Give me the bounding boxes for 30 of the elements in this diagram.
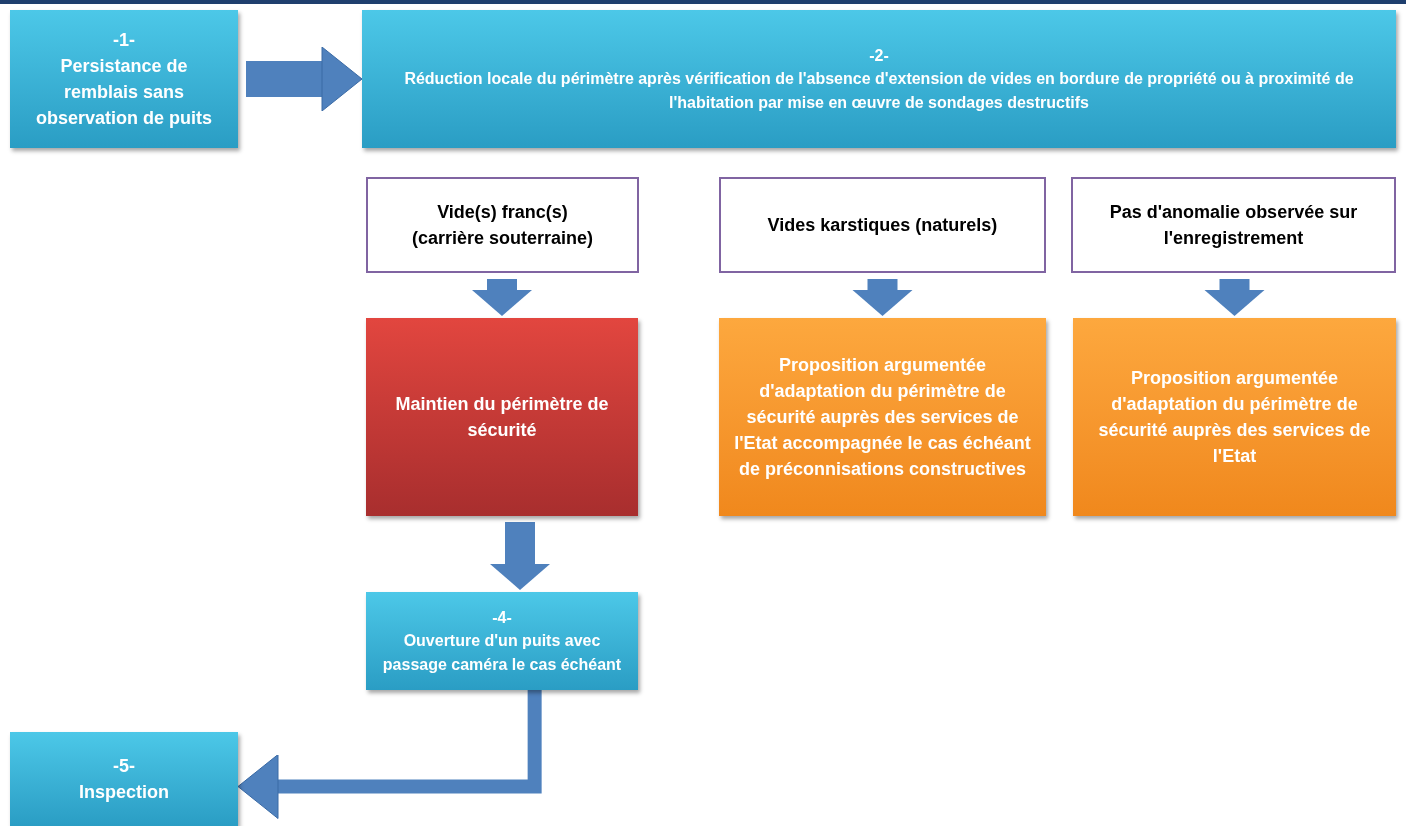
outcome-box <box>366 177 639 273</box>
result-box <box>1073 318 1396 516</box>
box-text: Maintien du périmètre de sécurité <box>394 392 610 442</box>
block-arrow <box>472 279 532 316</box>
step-box <box>366 592 638 690</box>
block-arrow <box>237 690 542 819</box>
box-text: Proposition argumentée d'adaptation du périmètre de sécurité auprès des services de l'Etat accompagnée le cas échéant de préconnisations constructives <box>733 353 1032 482</box>
step-box <box>362 10 1396 148</box>
step-box <box>10 10 238 148</box>
box-text: Réduction locale du périmètre après vérification de l'absence d'extension de vides en bordure de propriété ou à proximité de l'habitation par mise en œuvre de sondages destructifs <box>403 69 1355 113</box>
box-text: Proposition argumentée d'adaptation du périmètre de sécurité auprès des services de l'Etat <box>1097 366 1372 469</box>
box-text: Vide(s) franc(s) (carrière souterraine) <box>410 200 595 250</box>
box-text: Ouverture d'un puits avec passage caméra le cas échéant <box>381 631 623 675</box>
outcome-box <box>1071 177 1396 273</box>
block-arrow <box>246 46 363 112</box>
step-number: -5- <box>113 754 135 778</box>
step-number: -1- <box>113 28 135 52</box>
box-text: Persistance de remblais sans observation de puits <box>35 54 213 131</box>
box-text: Vides karstiques (naturels) <box>767 213 998 237</box>
step-number: -4- <box>492 608 512 629</box>
block-arrow <box>852 279 913 316</box>
box-text: Pas d'anomalie observée sur l'enregistrement <box>1108 200 1359 250</box>
block-arrow <box>490 522 550 590</box>
outcome-box <box>719 177 1046 273</box>
step-box <box>10 732 238 826</box>
result-box <box>719 318 1046 516</box>
box-text: Inspection <box>79 781 169 804</box>
block-arrow <box>1204 279 1265 316</box>
step-number: -2- <box>869 46 889 67</box>
result-box <box>366 318 638 516</box>
